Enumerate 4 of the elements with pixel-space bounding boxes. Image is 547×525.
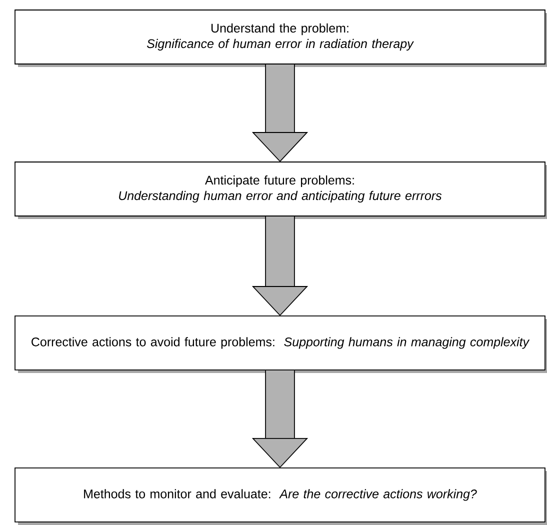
process-box: Understand the problem: Significance of human error in radiation therapy xyxy=(14,10,547,67)
process-box: Anticipate future problems: Understanding human error and anticipating future errrors xyxy=(14,162,547,219)
process-box: Corrective actions to avoid future problems: Supporting humans in managing complexity xyxy=(14,316,547,373)
process-box: Methods to monitor and evaluate: Are the corrective actions working? xyxy=(14,468,547,525)
